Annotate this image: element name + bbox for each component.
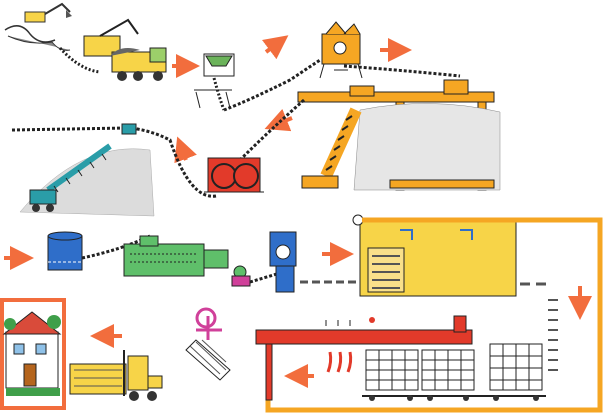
hopper-icon bbox=[194, 53, 235, 111]
flow-arrow bbox=[262, 35, 289, 60]
stacker-icon bbox=[19, 143, 155, 217]
roller-mill-icon bbox=[204, 157, 264, 193]
silo-icon bbox=[297, 79, 501, 191]
hot-air-duct bbox=[265, 217, 603, 413]
extruder-icon bbox=[123, 235, 251, 287]
conveyor-belt bbox=[238, 98, 305, 162]
conveyor-belt bbox=[343, 64, 461, 78]
conveyor-belt bbox=[11, 126, 127, 132]
screw-conveyor-icon bbox=[301, 107, 362, 189]
conveyor-belt bbox=[223, 58, 321, 112]
flow-arrow bbox=[264, 108, 293, 132]
conveyor-belt bbox=[129, 126, 217, 198]
house-icon bbox=[2, 311, 62, 396]
dump-truck-icon bbox=[58, 18, 167, 81]
crusher-icon bbox=[319, 21, 363, 79]
flow-arrow bbox=[174, 136, 197, 164]
transfer-box bbox=[121, 123, 137, 135]
cutter-icon bbox=[249, 231, 297, 293]
crane-icon bbox=[185, 307, 231, 381]
forklift-icon bbox=[69, 350, 163, 401]
dryer-icon bbox=[352, 214, 517, 297]
house-frame bbox=[0, 298, 66, 410]
brick-stacks bbox=[520, 282, 558, 371]
tunnel-kiln-icon bbox=[255, 315, 546, 401]
excavator-icon bbox=[4, 2, 72, 51]
